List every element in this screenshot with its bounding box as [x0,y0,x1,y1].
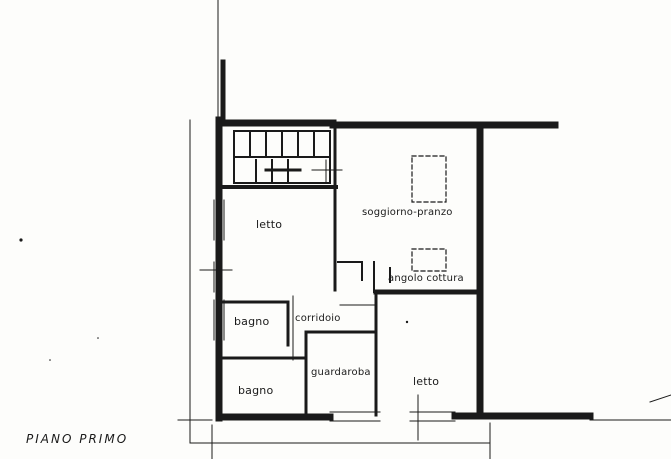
room-label-guardaroba: guardaroba [311,367,371,378]
room-label-letto-2: letto [413,375,440,388]
axis-marks [199,159,419,441]
interior-walls [222,128,483,417]
exterior-walls [215,116,594,422]
room-label-soggiorno: soggiorno-pranzo [362,207,453,218]
room-label-bagno-2: bagno [238,384,274,397]
floor-title: PIANO PRIMO [26,432,129,446]
guide-lines [177,0,671,459]
ink-marks [19,238,409,361]
room-label-angolo-cottura: angolo cottura [388,273,464,284]
dashed-fixtures [411,155,447,272]
room-label-corridoio: corridoio [295,313,341,324]
staircase [233,130,331,184]
room-label-letto-1: letto [256,218,283,231]
room-label-bagno-1: bagno [234,315,270,328]
